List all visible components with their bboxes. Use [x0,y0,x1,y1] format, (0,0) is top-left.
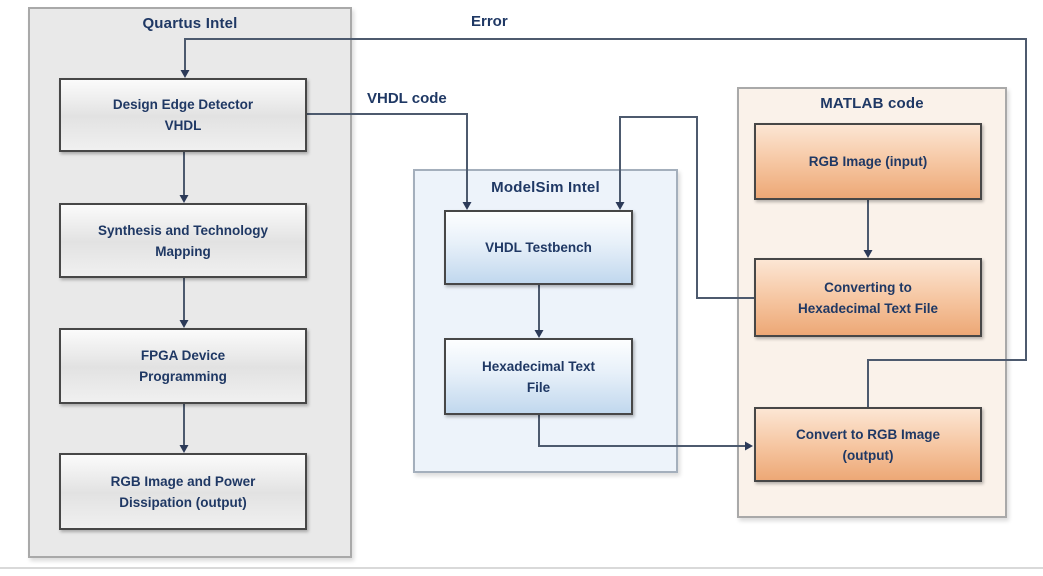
group-title-matlab: MATLAB code [820,95,924,112]
box-label: Design Edge Detector VHDL [112,97,254,133]
box-vhdl-testbench: VHDL Testbench [444,210,633,285]
box-label: Synthesis and Technology Mapping [97,222,269,259]
box-design-edge-detector-vhdl: Design Edge Detector VHDL [59,78,307,152]
box-synthesis-technology-mapping: Synthesis and Technology Mapping [59,203,307,278]
label-vhdl-code: VHDL code [367,90,447,107]
group-title-quartus: Quartus Intel [142,15,238,32]
page-bottom-divider [0,567,1043,569]
box-label: VHDL Testbench [485,240,592,255]
box-label: Converting to Hexadecimal Text File [797,279,939,316]
box-rgb-image-input: RGB Image (input) [754,123,982,200]
box-label: RGB Image (input) [808,154,928,169]
group-title-modelsim: ModelSim Intel [491,179,600,196]
box-fpga-device-programming: FPGA Device Programming [59,328,307,404]
box-hexadecimal-text-file: Hexadecimal Text File [444,338,633,415]
box-converting-to-hexadecimal-text-file: Converting to Hexadecimal Text File [754,258,982,337]
box-rgb-image-power-dissipation-output: RGB Image and Power Dissipation (output) [59,453,307,530]
box-label: RGB Image and Power Dissipation (output) [110,473,256,510]
box-convert-to-rgb-image-output: Convert to RGB Image (output) [754,407,982,482]
box-label: FPGA Device Programming [139,348,227,384]
label-error: Error [471,13,508,30]
box-label: Hexadecimal Text File [481,358,596,395]
box-label: Convert to RGB Image (output) [795,426,941,463]
